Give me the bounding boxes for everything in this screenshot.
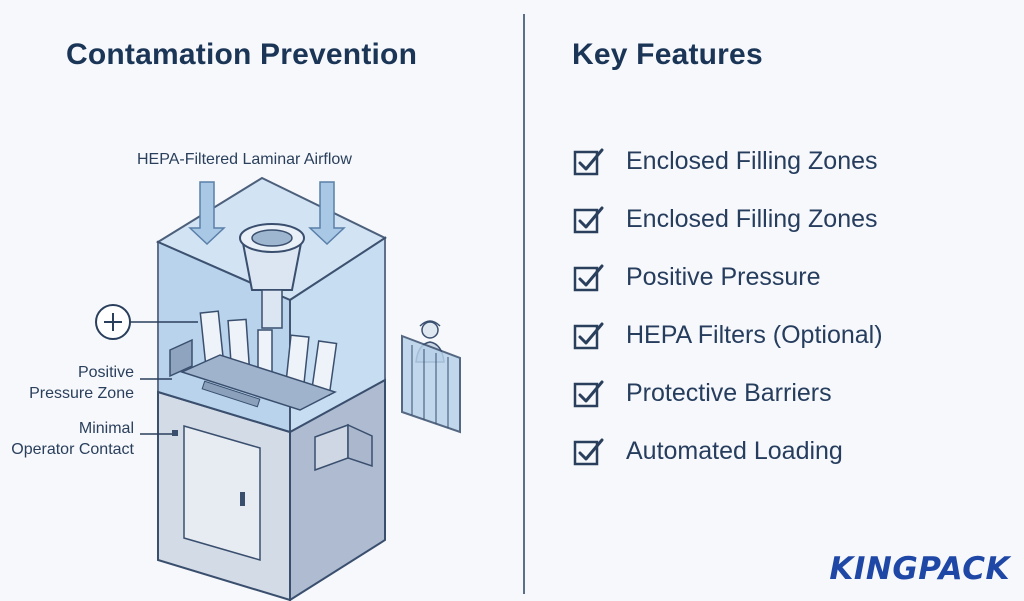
protective-barrier <box>401 334 461 434</box>
feature-label: Enclosed Filling Zones <box>626 204 878 233</box>
machine-cabinet <box>157 378 386 601</box>
contamination-prevention-title: Contamation Prevention <box>66 38 418 71</box>
key-features-panel: Key Features Enclosed Filling Zones Encl… <box>528 0 1024 601</box>
feature-label: Enclosed Filling Zones <box>626 146 878 175</box>
feature-item: Enclosed Filling Zones <box>572 190 883 248</box>
filling-nozzle <box>239 223 305 329</box>
checkbox-check-icon <box>573 206 604 234</box>
feature-label: HEPA Filters (Optional) <box>626 320 883 349</box>
feature-list: Enclosed Filling Zones Enclosed Filling … <box>572 132 883 480</box>
conveyor <box>179 354 337 411</box>
checkbox-check-icon <box>573 148 604 176</box>
feature-item: Automated Loading <box>572 422 883 480</box>
kingpack-logo: KINGPACK <box>829 551 1010 587</box>
airflow-arrows <box>188 181 346 246</box>
filling-machine-diagram <box>95 176 461 601</box>
checkbox-check-icon <box>573 264 604 292</box>
feature-label: Protective Barriers <box>626 378 832 407</box>
checkbox-check-icon <box>573 322 604 350</box>
feature-label: Positive Pressure <box>626 262 821 291</box>
control-box <box>314 423 373 472</box>
feature-item: HEPA Filters (Optional) <box>572 306 883 364</box>
airflow-label: HEPA-Filtered Laminar Airflow <box>137 151 352 168</box>
plus-circle-icon <box>95 304 198 340</box>
checkbox-check-icon <box>573 438 604 466</box>
feature-label: Automated Loading <box>626 436 843 465</box>
contamination-prevention-panel: Contamation Prevention <box>11 38 461 601</box>
feature-item: Protective Barriers <box>572 364 883 422</box>
feature-item: Enclosed Filling Zones <box>572 132 883 190</box>
panel-divider <box>523 14 525 594</box>
checkbox-check-icon <box>573 380 604 408</box>
key-features-title: Key Features <box>572 38 763 71</box>
positive-pressure-zone-label: Positive Pressure Zone <box>29 364 134 402</box>
minimal-operator-contact-label: Minimal Operator Contact <box>11 420 134 458</box>
feature-item: Positive Pressure <box>572 248 883 306</box>
